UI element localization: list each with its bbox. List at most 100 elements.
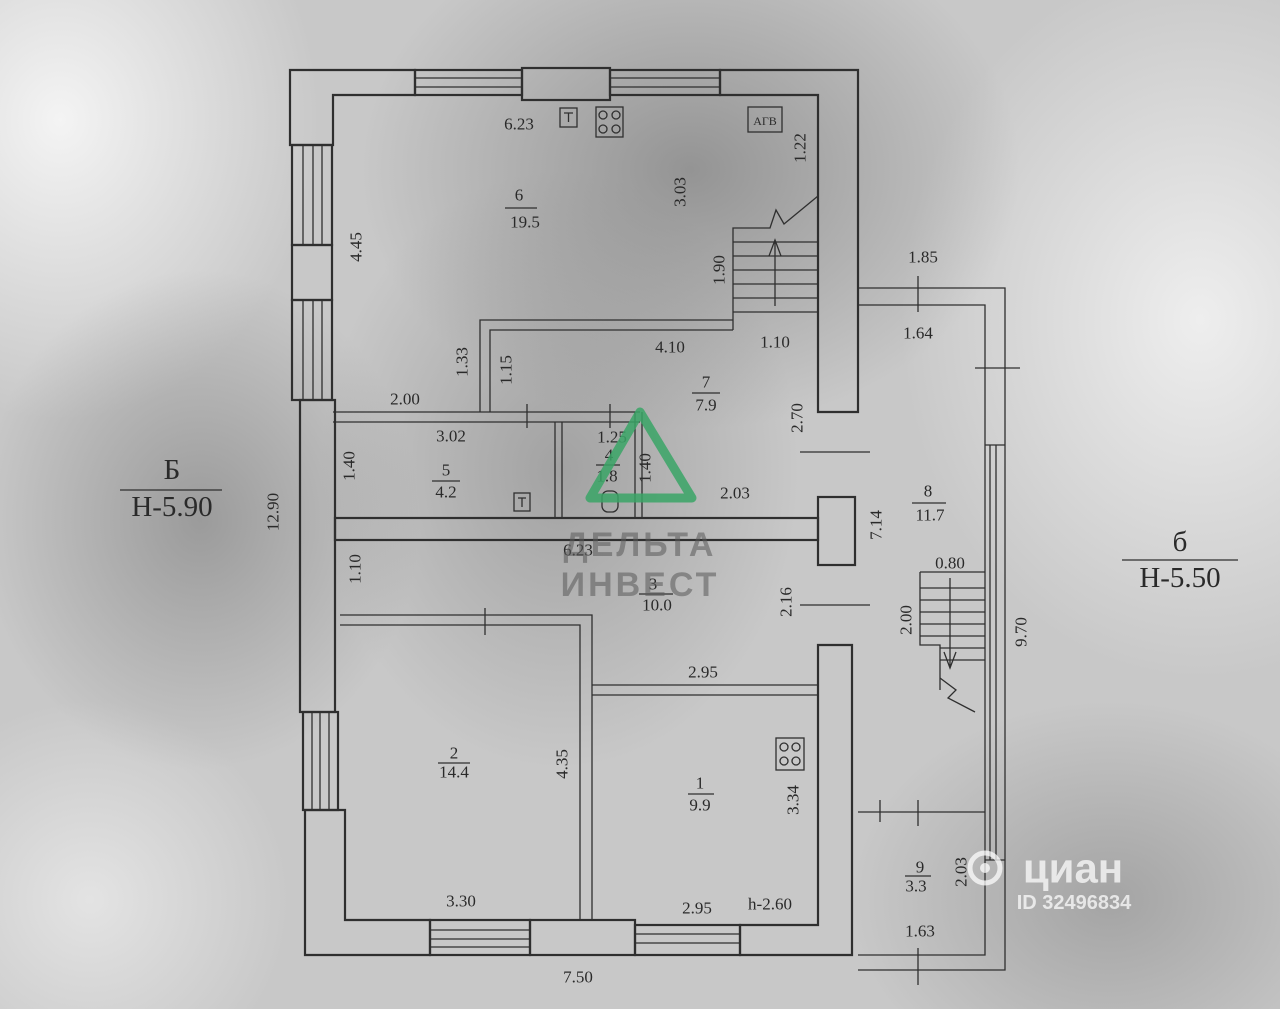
annex-outer-wall <box>858 287 1006 971</box>
room-5: 5 4.2 <box>432 461 460 502</box>
room-number: 2 <box>450 744 459 763</box>
listing-brand: циан <box>1023 845 1123 892</box>
room-number: 7 <box>702 373 711 392</box>
bearing-wall <box>333 516 820 542</box>
window-left-3 <box>301 710 340 812</box>
stair-arrow-up-icon <box>768 238 782 306</box>
agency-name-line1: ДЕЛЬТА <box>564 526 717 564</box>
room-area: 4.2 <box>435 483 456 502</box>
room-number: 4 <box>605 446 614 465</box>
boiler-icon: АГВ <box>747 106 783 133</box>
dimension-label: 1.15 <box>497 355 516 385</box>
room-area: 7.9 <box>695 396 716 415</box>
room-number: 5 <box>442 461 451 480</box>
level-elevation: Н-5.50 <box>1139 562 1220 594</box>
room-7: 7 7.9 <box>692 373 720 415</box>
room-2: 2 14.4 <box>438 744 470 782</box>
dimension-label: 4.10 <box>655 338 685 357</box>
level-elevation: Н-5.90 <box>131 491 212 523</box>
room-number: 9 <box>916 858 925 877</box>
room-labels: 6 19.5 7 7.9 5 4.2 4 1.8 8 11.7 3 10.0 <box>432 186 946 896</box>
annex-walls <box>858 287 1006 971</box>
sink-icon <box>559 107 578 128</box>
staircase-room-6 <box>732 195 819 330</box>
stair-arrow-down-icon <box>943 578 957 670</box>
dimension-label: 1.22 <box>791 133 810 163</box>
partition-2-3 <box>340 614 593 920</box>
dimension-label: 3.02 <box>436 427 466 446</box>
dimension-label: 1.64 <box>903 324 933 343</box>
window-left-1 <box>290 143 334 247</box>
dimension-label: 2.95 <box>682 899 712 918</box>
dimension-label: 7.50 <box>563 968 593 987</box>
dimension-label: 3.34 <box>784 785 803 815</box>
room-area: 14.4 <box>439 763 469 782</box>
dimension-label: 1.40 <box>340 451 359 481</box>
dimension-label: 1.40 <box>636 453 655 483</box>
dimension-label: 2.00 <box>390 390 420 409</box>
room-number: 3 <box>649 575 658 594</box>
dimension-label: 2.70 <box>788 403 807 433</box>
level-letter: б <box>1173 526 1188 558</box>
level-mark-right: б Н-5.50 <box>1122 526 1238 594</box>
dimension-label: 9.70 <box>1012 617 1031 647</box>
dimension-label: 1.10 <box>760 333 790 352</box>
agency-name-line2: ИНВЕСТ <box>561 566 720 604</box>
dimension-label: 1.63 <box>905 922 935 941</box>
dimension-label: 4.45 <box>347 232 366 262</box>
room-number: 6 <box>515 186 524 205</box>
delta-logo-icon <box>585 407 697 503</box>
dimension-label: 1.33 <box>453 347 472 377</box>
dimension-labels: 6.23 1.22 3.03 4.45 1.90 1.85 1.64 4.10 … <box>264 115 1031 987</box>
dimension-label: 2.00 <box>897 605 916 635</box>
dimension-label: 4.35 <box>553 749 572 779</box>
room-9: 9 3.3 <box>905 858 931 896</box>
agency-watermark: ДЕЛЬТА ИНВЕСТ <box>561 407 720 604</box>
ceiling-height: h-2.60 <box>748 895 792 914</box>
wall-corner-top-right <box>718 68 860 414</box>
room-number: 1 <box>696 774 705 793</box>
dimension-label: 3.03 <box>671 177 690 207</box>
room-area: 9.9 <box>689 796 710 815</box>
boiler-label: АГВ <box>753 114 777 128</box>
room-area: 19.5 <box>510 213 540 232</box>
dimension-label: 2.95 <box>688 663 718 682</box>
wall-pier-left <box>298 398 337 714</box>
listing-id: ID 32496834 <box>1017 892 1132 914</box>
wall-pier-right <box>816 495 857 567</box>
dimension-label: 1.85 <box>908 248 938 267</box>
window-top-2 <box>608 68 722 97</box>
windows <box>290 68 742 957</box>
annex-inner-wall <box>858 304 986 956</box>
dimension-label: 2.03 <box>720 484 750 503</box>
wall-pier-top <box>520 66 612 102</box>
partition-6-7 <box>479 319 733 412</box>
dimension-label: 6.23 <box>504 115 534 134</box>
stove-icon <box>595 106 624 138</box>
wall-pier-left-upper <box>290 243 334 302</box>
dimension-label: 12.90 <box>264 493 283 531</box>
room-area: 10.0 <box>642 596 672 615</box>
window-bottom-1 <box>428 918 532 957</box>
dimension-label: 1.10 <box>346 554 365 584</box>
dimension-label: 2.03 <box>952 857 971 887</box>
window-top-1 <box>413 68 524 97</box>
listing-watermark: циан ID 32496834 <box>967 845 1132 914</box>
window-bottom-2 <box>633 923 742 957</box>
wall-corner-top-left <box>288 68 417 147</box>
dimension-label: 1.90 <box>710 255 729 285</box>
room-8: 8 11.7 <box>912 482 946 525</box>
exterior-walls <box>288 66 860 957</box>
partition-3-1 <box>592 684 818 696</box>
dimension-label: 0.80 <box>935 554 965 573</box>
stove-icon <box>775 737 805 771</box>
level-letter: Б <box>164 454 181 486</box>
fixtures: АГВ <box>513 106 805 771</box>
interior-walls <box>333 319 820 920</box>
partition-5-4 <box>554 422 563 518</box>
dimension-label: 7.14 <box>867 510 886 540</box>
wall-pier-bottom <box>528 918 637 957</box>
room-area: 3.3 <box>905 877 926 896</box>
